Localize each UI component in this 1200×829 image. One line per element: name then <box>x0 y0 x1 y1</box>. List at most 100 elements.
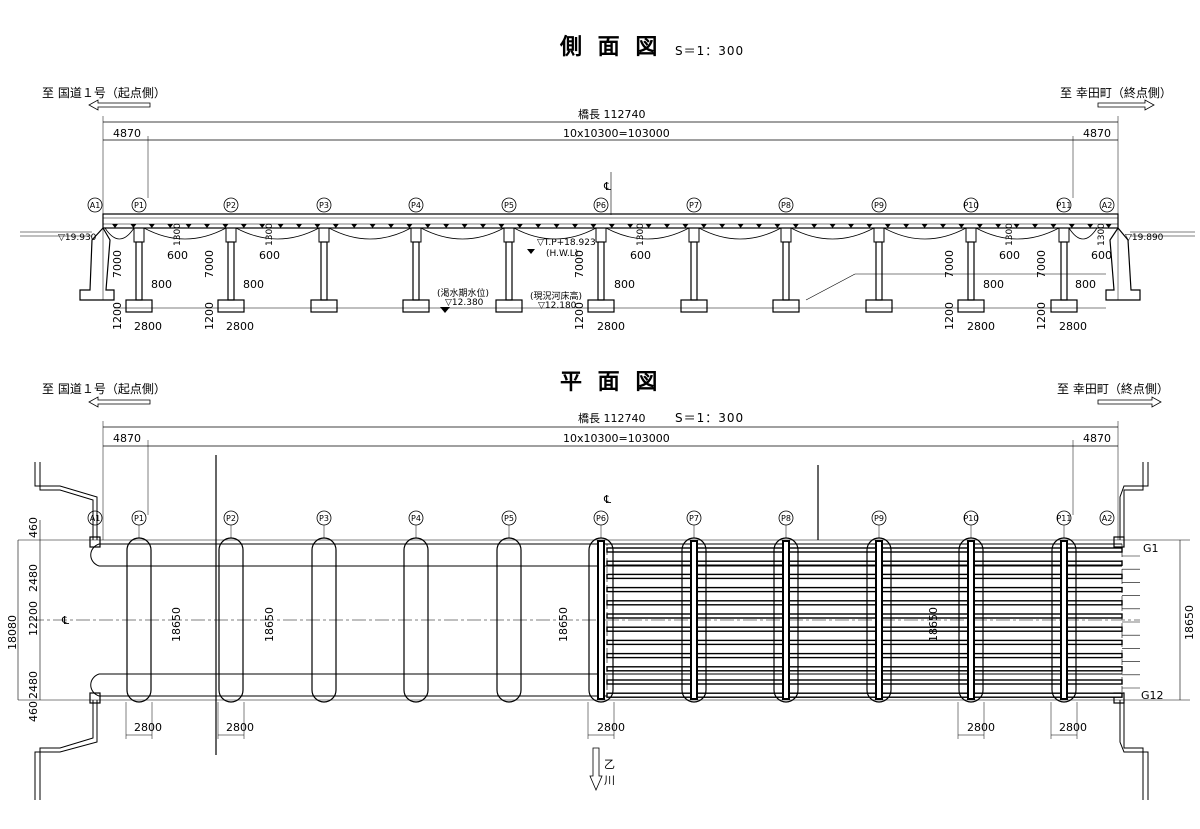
support-label: P1 <box>134 201 144 210</box>
abutment-a1 <box>79 226 115 301</box>
girder <box>606 639 1123 646</box>
abutment-a2 <box>1105 226 1141 301</box>
arch-haunch <box>883 227 967 240</box>
arch-haunch <box>698 227 782 240</box>
side-view-scale: S＝1：300 <box>675 44 744 58</box>
support-bubble <box>871 197 887 213</box>
plan-piers <box>126 525 1077 703</box>
girder <box>606 573 1123 580</box>
side-hwl: ▽T.P+18.923 <box>537 238 596 248</box>
dim-1300-p6: 1300 <box>636 223 646 246</box>
dim-1300-p10: 1300 <box>1005 223 1015 246</box>
side-bridge-length: 橋長 112740 <box>578 107 646 121</box>
girder-g1-label: G1 <box>1143 542 1159 555</box>
plan-footing-p1: 2800 <box>134 721 162 734</box>
pier-column <box>505 241 513 301</box>
plan-right-width: 18650 <box>1183 605 1196 640</box>
pier-column <box>875 241 883 301</box>
pier-cap <box>410 227 422 243</box>
pier-footing <box>402 299 430 313</box>
dim-800-p11: 800 <box>1075 278 1096 291</box>
support-label: P1 <box>134 514 144 523</box>
arch-haunch <box>420 227 505 240</box>
arch-haunch <box>513 227 597 240</box>
river-banks <box>34 455 1149 800</box>
pier-footing <box>587 299 615 313</box>
dim-7000-p6: 7000 <box>573 250 586 278</box>
pier-cap <box>1058 227 1070 243</box>
plan-footing-dimension-lines <box>125 702 1078 739</box>
support-label: P4 <box>411 514 421 523</box>
arch-haunch <box>104 227 135 240</box>
plan-width-part-4: 2480 <box>27 671 40 699</box>
arch-haunch <box>235 227 320 240</box>
plan-end-span-left: 4870 <box>113 432 141 445</box>
plan-width-part-3: 12200 <box>27 601 40 636</box>
dim-600-p1: 600 <box>167 249 188 262</box>
pier-footing <box>495 299 523 313</box>
support-label: P2 <box>226 201 236 210</box>
girder <box>606 692 1123 698</box>
side-view: 側 面 図 S＝1：300 至 国道１号（起点側） 至 幸田町（終点側） 橋長 … <box>20 35 1195 333</box>
side-riverbed-value: ▽12.180 <box>538 301 577 311</box>
side-level-right: ▽19.890 <box>1125 233 1164 243</box>
dim-2800-p1: 2800 <box>134 320 162 333</box>
plan-spans: 10x10300=103000 <box>563 432 670 445</box>
girder <box>606 600 1123 606</box>
arch-haunch <box>790 227 875 240</box>
side-end-span-right: 4870 <box>1083 127 1111 140</box>
dim-1200-p1: 1200 <box>111 302 124 330</box>
support-label: P5 <box>504 514 514 523</box>
dim-800-p2: 800 <box>243 278 264 291</box>
side-right-arrow-icon <box>1097 99 1155 111</box>
plan-pier-length-p6: 18650 <box>557 607 570 642</box>
dim-800-p10: 800 <box>983 278 1004 291</box>
support-label: P8 <box>781 201 791 210</box>
pier-cap <box>688 227 700 243</box>
dim-1200-p11: 1200 <box>1035 302 1048 330</box>
support-label: A1 <box>90 201 101 210</box>
plan-view-scale: S＝1：300 <box>675 411 744 425</box>
arch-haunch <box>605 227 690 240</box>
side-level-left: ▽19.930 <box>58 233 97 243</box>
pier-cap <box>318 227 330 243</box>
girder <box>606 679 1123 685</box>
side-spans: 10x10300=103000 <box>563 127 670 140</box>
pier-footing <box>1050 299 1078 313</box>
plan-width-part-1: 460 <box>27 517 40 538</box>
deck-crossbeams <box>112 224 1112 228</box>
plan-view: 平 面 図 S＝1：300 至 国道１号（起点側） 至 幸田町（終点側） 橋長 … <box>6 370 1196 800</box>
pier-footing <box>217 299 245 313</box>
support-bubble <box>593 197 609 213</box>
side-end-span-left: 4870 <box>113 127 141 140</box>
pier-cap <box>595 227 607 243</box>
pier-footing <box>865 299 893 313</box>
support-label: P9 <box>874 514 884 523</box>
dim-7000-p11: 7000 <box>1035 250 1048 278</box>
dim-2800-p6: 2800 <box>597 320 625 333</box>
support-label: P6 <box>596 201 606 210</box>
arch-haunch <box>328 227 412 240</box>
pier-cap <box>780 227 792 243</box>
pier-cap <box>133 227 145 243</box>
support-bubble <box>963 197 979 213</box>
pier-column <box>227 241 235 301</box>
support-bubble <box>223 197 239 213</box>
support-bubble <box>408 197 424 213</box>
side-piers <box>104 227 1098 313</box>
plan-bridge-length: 橋長 112740 <box>578 411 646 425</box>
support-bubble <box>1099 197 1115 213</box>
plan-end-span-right: 4870 <box>1083 432 1111 445</box>
pier-column <box>967 241 975 301</box>
girder <box>606 652 1123 659</box>
side-low-water-value: ▽12.380 <box>445 298 484 308</box>
plan-width-dimensions: 18080 460 2480 12200 2480 460 ℄ <box>6 517 69 722</box>
girder <box>606 666 1123 672</box>
dim-7000-p10: 7000 <box>943 250 956 278</box>
girder <box>606 560 1123 566</box>
dim-600-p2: 600 <box>259 249 280 262</box>
support-bubble <box>131 197 147 213</box>
